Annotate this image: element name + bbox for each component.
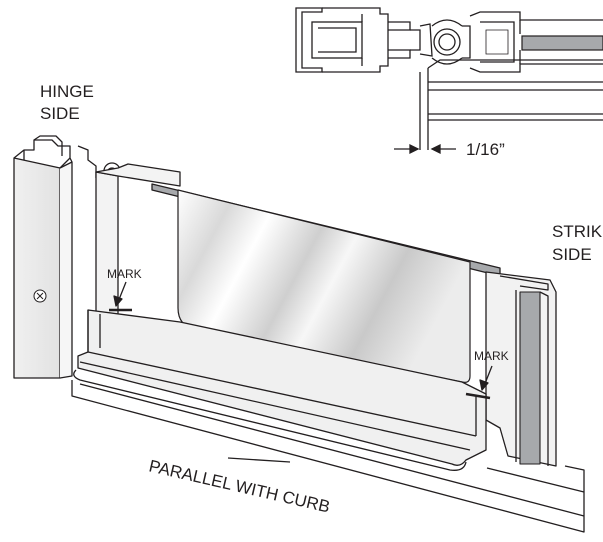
- inset-hinge-profile: [295, 7, 433, 73]
- inset-door-profile: [469, 11, 603, 73]
- mark-line-right: [465, 392, 491, 400]
- main-assembly: [13, 135, 585, 533]
- hinge-side-label-line2: SIDE: [40, 104, 80, 123]
- curb: [71, 380, 585, 533]
- parallel-label: PARALLEL WITH CURB: [147, 456, 332, 516]
- parallel-leader: [227, 457, 291, 463]
- inset-jamb-below: [419, 59, 603, 150]
- gap-dimension-arrows: [394, 143, 456, 155]
- mark-label-left: MARK: [107, 267, 142, 281]
- inset-detail: [295, 7, 603, 155]
- hinge-jamb: [13, 135, 121, 379]
- bottom-rail: [73, 309, 487, 471]
- gap-dimension-label: 1/16”: [466, 140, 505, 159]
- screw-icon: [33, 289, 47, 303]
- hinge-side-label-line1: HINGE: [40, 82, 94, 101]
- strike-jamb: [485, 271, 557, 467]
- strike-side-label-line1: STRIKE: [552, 222, 603, 241]
- inset-glass: [521, 35, 603, 51]
- mark-arrow-left: [113, 281, 127, 307]
- mark-label-right: MARK: [474, 349, 509, 363]
- inset-pivot: [431, 19, 471, 65]
- strike-side-label-line2: SIDE: [552, 245, 592, 264]
- mark-arrow-right: [479, 365, 493, 391]
